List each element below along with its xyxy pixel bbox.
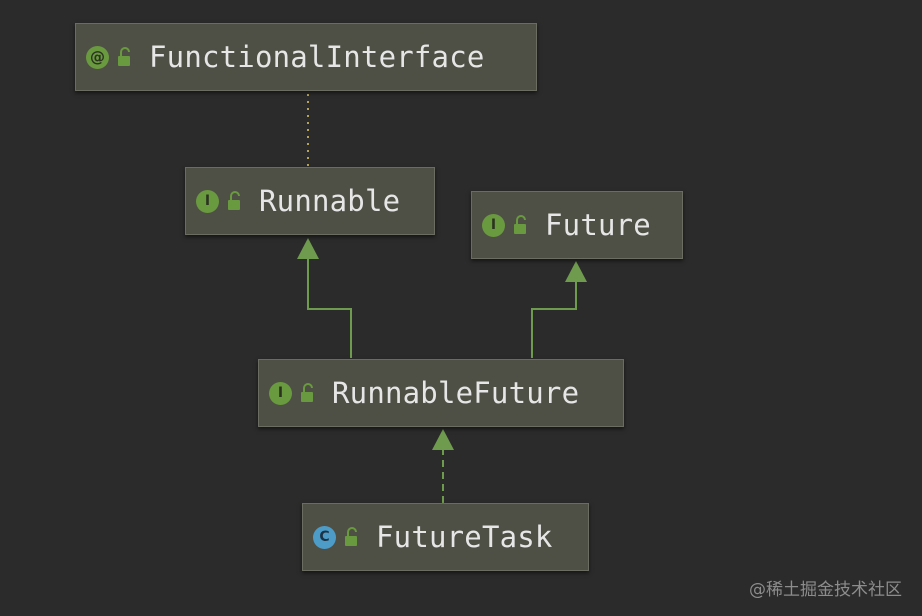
unlocked-icon [118,47,130,66]
interface-icon: I [482,213,505,237]
edge-runnable-future-future [531,282,577,358]
unlocked-icon [514,215,526,234]
class-icon: C [313,525,336,549]
node-label: RunnableFuture [332,376,580,410]
node-label: Runnable [259,184,401,218]
node-future-task[interactable]: C FutureTask [302,503,589,571]
unlocked-icon [228,191,240,210]
node-label: FutureTask [376,520,553,554]
arrowhead-runnable-future [432,429,454,450]
interface-icon: I [196,189,219,213]
interface-icon: I [269,381,292,405]
node-runnable[interactable]: I Runnable [185,167,435,235]
node-future[interactable]: I Future [471,191,683,259]
node-label: FunctionalInterface [149,40,485,74]
node-runnable-future[interactable]: I RunnableFuture [258,359,624,427]
annotation-icon: @ [86,45,109,69]
node-functional-interface[interactable]: @ FunctionalInterface [75,23,537,91]
arrowhead-future [565,261,587,282]
unlocked-icon [301,383,313,402]
node-label: Future [545,208,651,242]
watermark-text: @稀土掘金技术社区 [749,580,902,600]
edge-runnable-future-runnable [307,258,352,358]
unlocked-icon [345,527,357,546]
arrowhead-runnable [297,238,319,259]
